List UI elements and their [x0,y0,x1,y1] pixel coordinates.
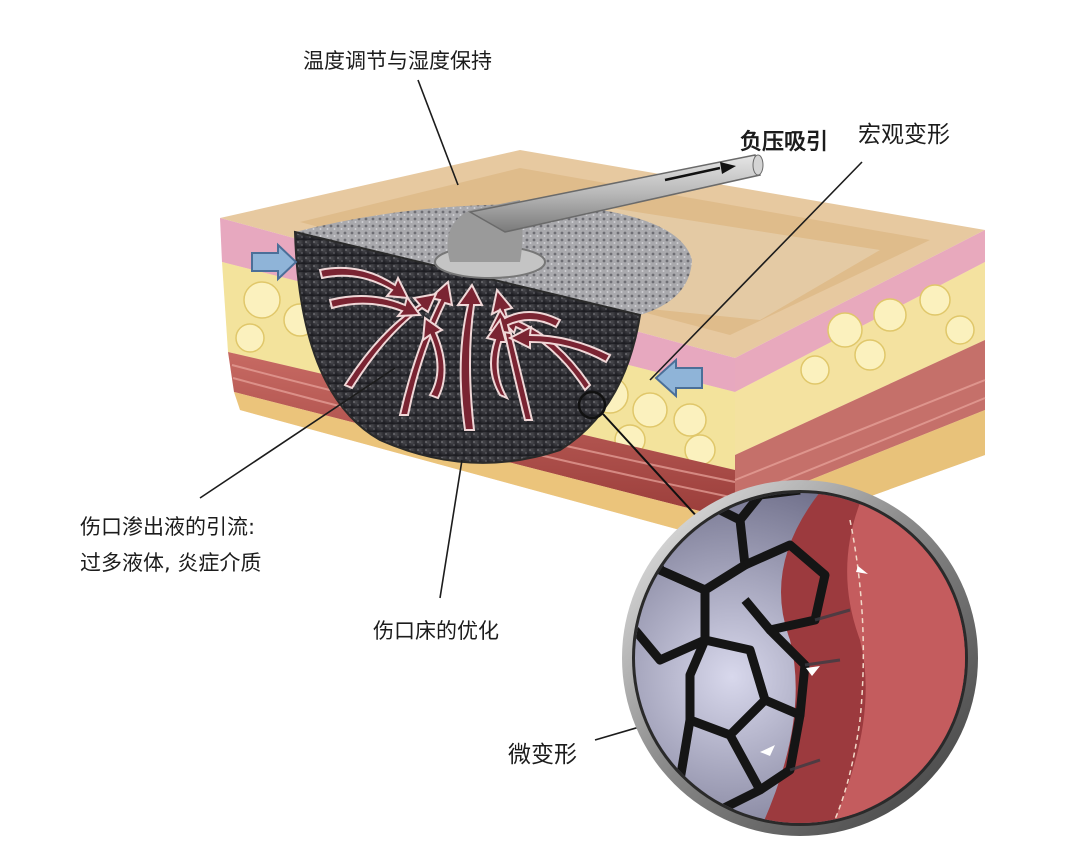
label-macro-deformation: 宏观变形 [858,122,950,148]
exudate-flow-arrows [318,266,612,431]
label-negative-pressure: 负压吸引 [740,130,829,155]
magnified-view [622,480,978,836]
label-micro-deformation: 微变形 [508,742,577,768]
label-exudate-detail: 过多液体, 炎症介质 [80,551,262,575]
label-temperature-humidity: 温度调节与湿度保持 [303,49,492,73]
label-exudate-drainage: 伤口渗出液的引流: [80,515,256,539]
compression-arrows [251,242,703,399]
label-wound-bed: 伤口床的优化 [373,619,499,643]
magnify-marker [577,390,607,420]
suction-direction-arrow [664,166,721,182]
